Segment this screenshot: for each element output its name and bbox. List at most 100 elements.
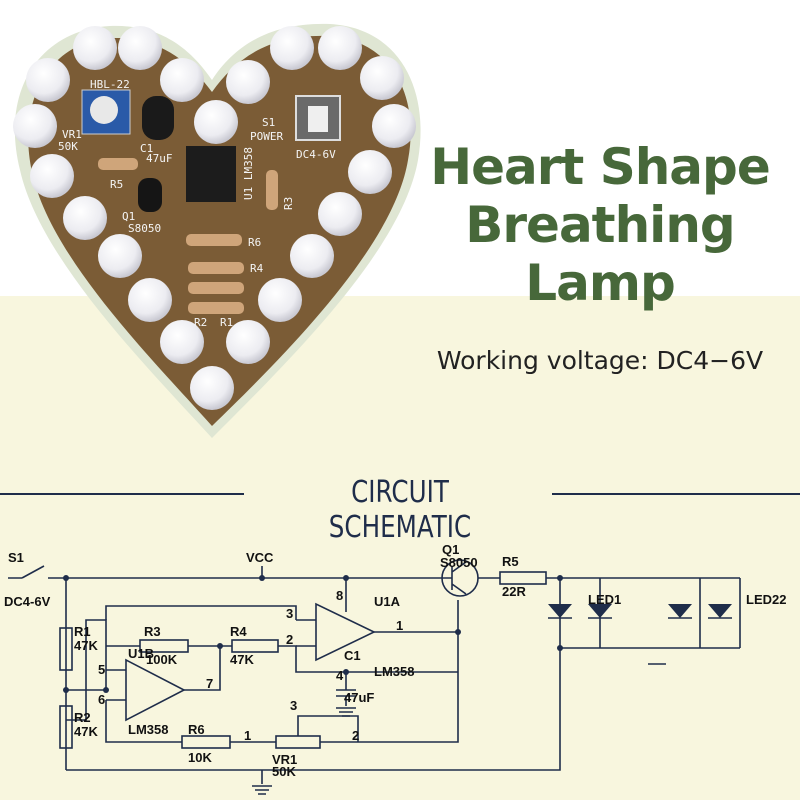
resistor-r4-symbol [231,639,279,653]
pcb-label-c1: C1 [140,142,153,155]
led [194,100,238,144]
led-symbol [548,604,572,618]
sch-label-r4-val: 47K [230,652,254,667]
sch-pin-3: 3 [286,606,293,621]
sch-label-r5-val: 22R [502,584,526,599]
led-ring [13,26,416,410]
sch-label-r4: R4 [230,624,247,639]
junction-dot [455,629,461,635]
led [360,56,404,100]
pcb-label-c1-val: 47uF [146,152,173,165]
product-title: Heart Shape Breathing Lamp [410,138,790,312]
potentiometer-knob [90,96,118,124]
pcb-label-vr1-val: 50K [58,140,78,153]
junction-dot [63,687,69,693]
sch-pin-8: 8 [336,588,343,603]
sch-label-r1-val: 47K [74,638,98,653]
junction-dot [343,669,349,675]
sch-pin-1: 1 [396,618,403,633]
led [128,278,172,322]
led [13,104,57,148]
sch-label-q1: Q1 [442,542,459,557]
ground-vr1 [252,785,272,795]
working-voltage: Working voltage: DC4−6V [436,346,764,375]
r3-wire [106,645,221,691]
sch-pin-7: 7 [206,676,213,691]
u1a-plus-wire [105,605,297,620]
sch-pin-5: 5 [98,662,105,677]
pcb-label-u1: U1 LM358 [242,147,255,200]
sch-vr1-pin-2: 2 [352,728,359,743]
pcb-label-r5: R5 [110,178,123,191]
led [372,104,416,148]
led [190,366,234,410]
led-symbol [708,604,732,618]
sch-label-r2-val: 47K [74,724,98,739]
electrolytic-capacitor [142,96,174,140]
pcb-label-dc: DC4-6V [296,148,336,161]
pcb-label-vr1: VR1 [62,128,82,141]
return-wire [360,632,459,743]
led [226,320,270,364]
u1a-wires [296,578,459,647]
pcb-label-q1: Q1 [122,210,135,223]
sch-label-r6: R6 [188,722,205,737]
r6-wire [105,700,360,743]
junction-dot [63,575,69,581]
led [30,154,74,198]
capacitor-c1 [336,672,356,706]
pcb-label-r3: R3 [282,197,295,210]
resistor-r6-symbol [181,735,231,749]
led [348,150,392,194]
vr1-symbol [275,735,321,749]
u1b-input-wires [106,669,126,701]
junction-dot [103,687,109,693]
sch-label-vr1-val: 50K [272,764,296,779]
junction-dot [217,643,223,649]
led [118,26,162,70]
sch-label-u1b: U1B [128,646,154,661]
sch-label-led1: LED1 [588,592,621,607]
sch-label-c1: C1 [344,648,361,663]
sch-pin-4: 4 [336,668,344,683]
sch-label-u1a: U1A [374,594,401,609]
sch-label-c1-val: 47uF [344,690,374,705]
led [63,196,107,240]
junction-dot [343,575,349,581]
sch-label-r5: R5 [502,554,519,569]
pcb-label-r2: R2 [194,316,207,329]
led [318,26,362,70]
section-title: CIRCUIT SCHEMATIC [328,475,472,545]
transistor-q1 [138,178,162,212]
resistor-r1 [188,302,244,314]
product-title-line2: Breathing Lamp [465,196,735,312]
sch-label-s1: S1 [8,550,24,565]
sch-label-led22: LED22 [746,592,786,607]
resistor-r3 [266,170,278,210]
led [160,58,204,102]
led-rail-mid [599,578,701,648]
resistor-r1-symbol [59,627,73,671]
sch-pin-6: 6 [98,692,105,707]
led [290,234,334,278]
led [26,58,70,102]
resistor-r5-symbol [499,571,547,585]
sch-label-r3: R3 [144,624,161,639]
sch-label-r2: R2 [74,710,91,725]
section-divider-right [552,493,800,495]
opamp-u1a [315,602,376,662]
q1-pins [446,561,467,595]
sch-label-r6-val: 10K [188,750,212,765]
pcb-label-power: POWER [250,130,283,143]
junction-dot [259,575,265,581]
sch-label-lm358-b: LM358 [128,722,168,737]
resistor-r6 [186,234,242,246]
sch-label-vcc: VCC [246,550,274,565]
resistor-r2 [188,282,244,294]
led [73,26,117,70]
bottom-rail [66,578,561,771]
sch-label-dc: DC4-6V [4,594,51,609]
sch-label-vr1: VR1 [272,752,297,767]
sch-vr1-pin-1: 1 [244,728,251,743]
